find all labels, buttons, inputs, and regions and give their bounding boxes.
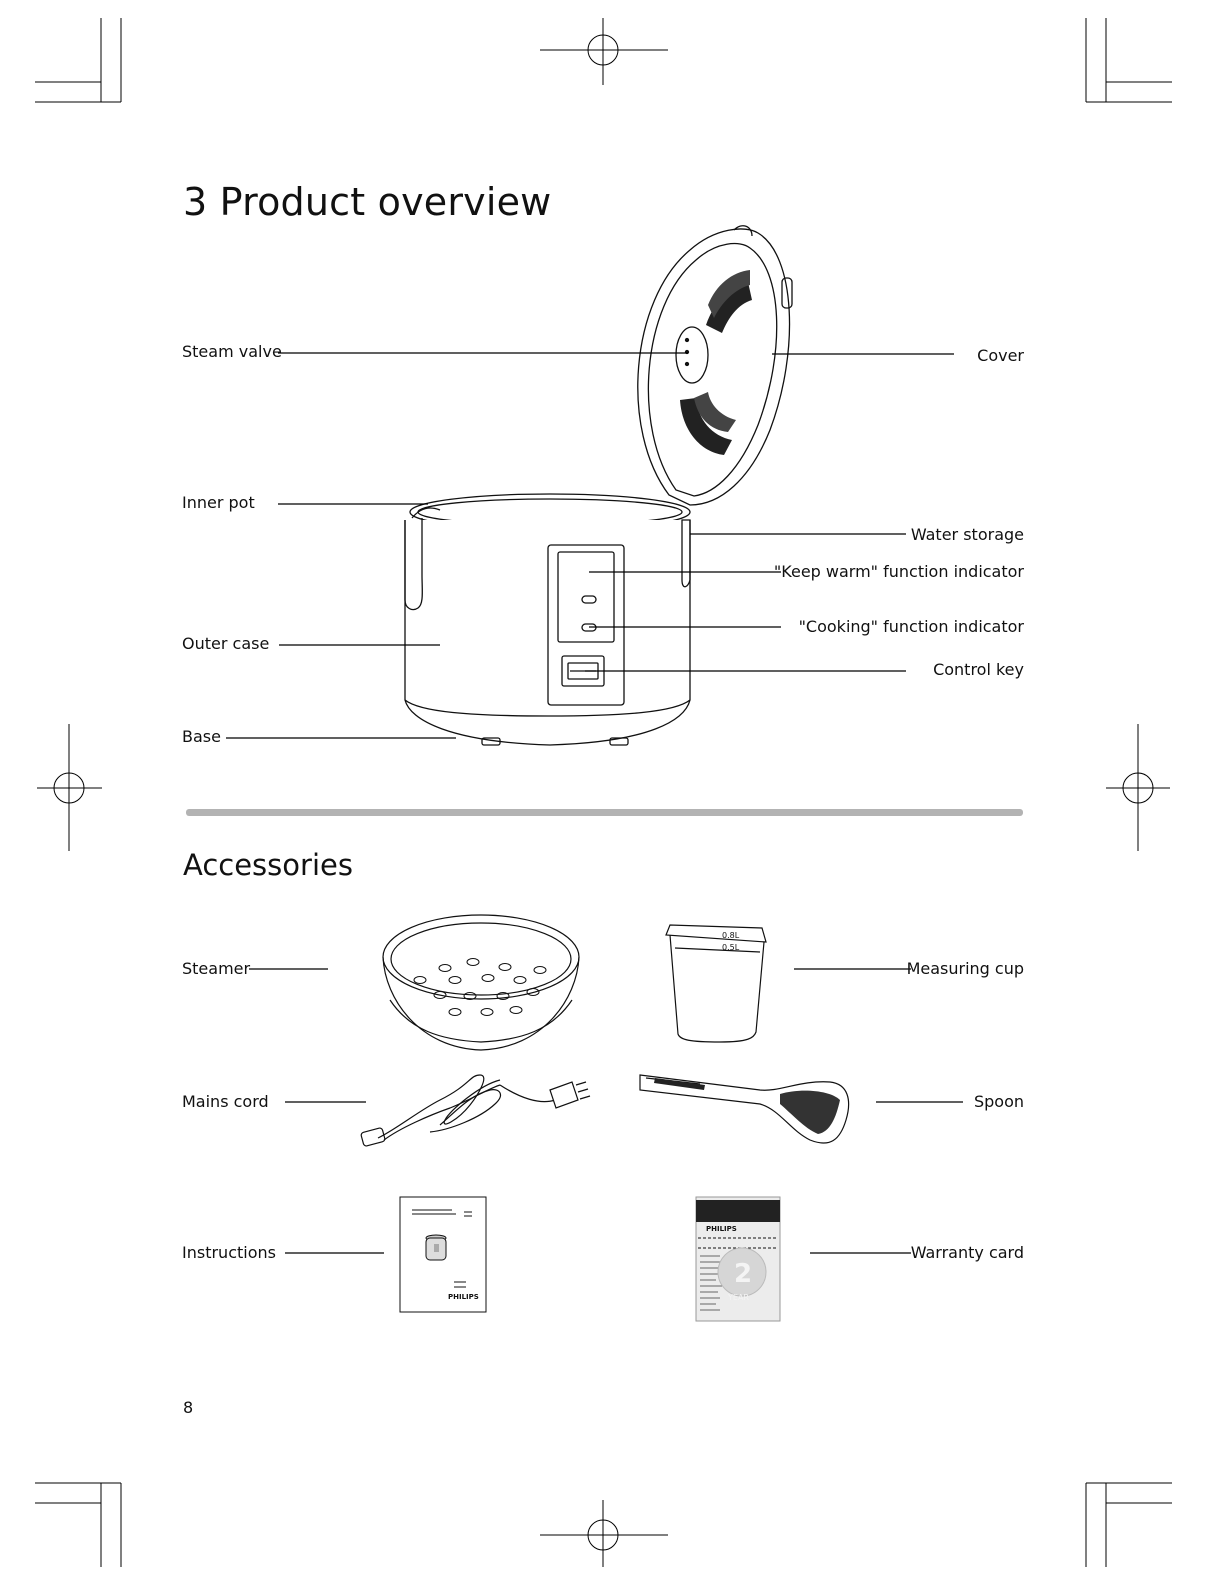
booklet-brand-text: PHILIPS [448, 1293, 479, 1301]
label-water-storage: Water storage [911, 525, 1024, 545]
accessories-title: Accessories [183, 848, 353, 882]
warranty-card-illustration: PHILIPS 2 YEAR [696, 1197, 780, 1321]
page-number: 8 [183, 1398, 193, 1417]
section-divider [186, 809, 1023, 816]
label-keep-warm-indicator: "Keep warm" function indicator [774, 562, 1024, 582]
measuring-cup-illustration: 0.8L 0.5L [666, 925, 766, 1042]
label-steamer: Steamer [182, 959, 250, 979]
cooker-cover [638, 226, 792, 505]
rice-cooker-illustration [405, 226, 792, 745]
label-base: Base [182, 727, 221, 747]
warranty-years-text: 2 [734, 1259, 752, 1289]
accessory-leader-lines [249, 969, 963, 1253]
cooker-control-panel [548, 545, 624, 705]
registration-marks [37, 18, 1170, 1567]
label-cooking-indicator: "Cooking" function indicator [799, 617, 1024, 637]
label-inner-pot: Inner pot [182, 493, 255, 513]
crop-marks [35, 18, 1172, 1567]
cup-mark-upper: 0.8L [722, 931, 740, 940]
spoon-illustration [640, 1075, 849, 1143]
label-cover: Cover [977, 346, 1024, 366]
steamer-illustration [383, 915, 579, 1050]
label-mains-cord: Mains cord [182, 1092, 269, 1112]
label-measuring-cup: Measuring cup [907, 959, 1024, 979]
label-instructions: Instructions [182, 1243, 276, 1263]
warranty-word-text: YEAR [727, 1293, 749, 1302]
label-steam-valve: Steam valve [182, 342, 282, 362]
label-spoon: Spoon [974, 1092, 1024, 1112]
label-control-key: Control key [933, 660, 1024, 680]
warranty-brand-text: PHILIPS [706, 1225, 737, 1233]
section-title: 3 Product overview [183, 180, 551, 224]
mains-cord-illustration [361, 1075, 590, 1147]
instructions-booklet-illustration: PHILIPS [400, 1197, 486, 1312]
cup-mark-lower: 0.5L [722, 943, 740, 952]
label-warranty-card: Warranty card [911, 1243, 1024, 1263]
label-outer-case: Outer case [182, 634, 269, 654]
